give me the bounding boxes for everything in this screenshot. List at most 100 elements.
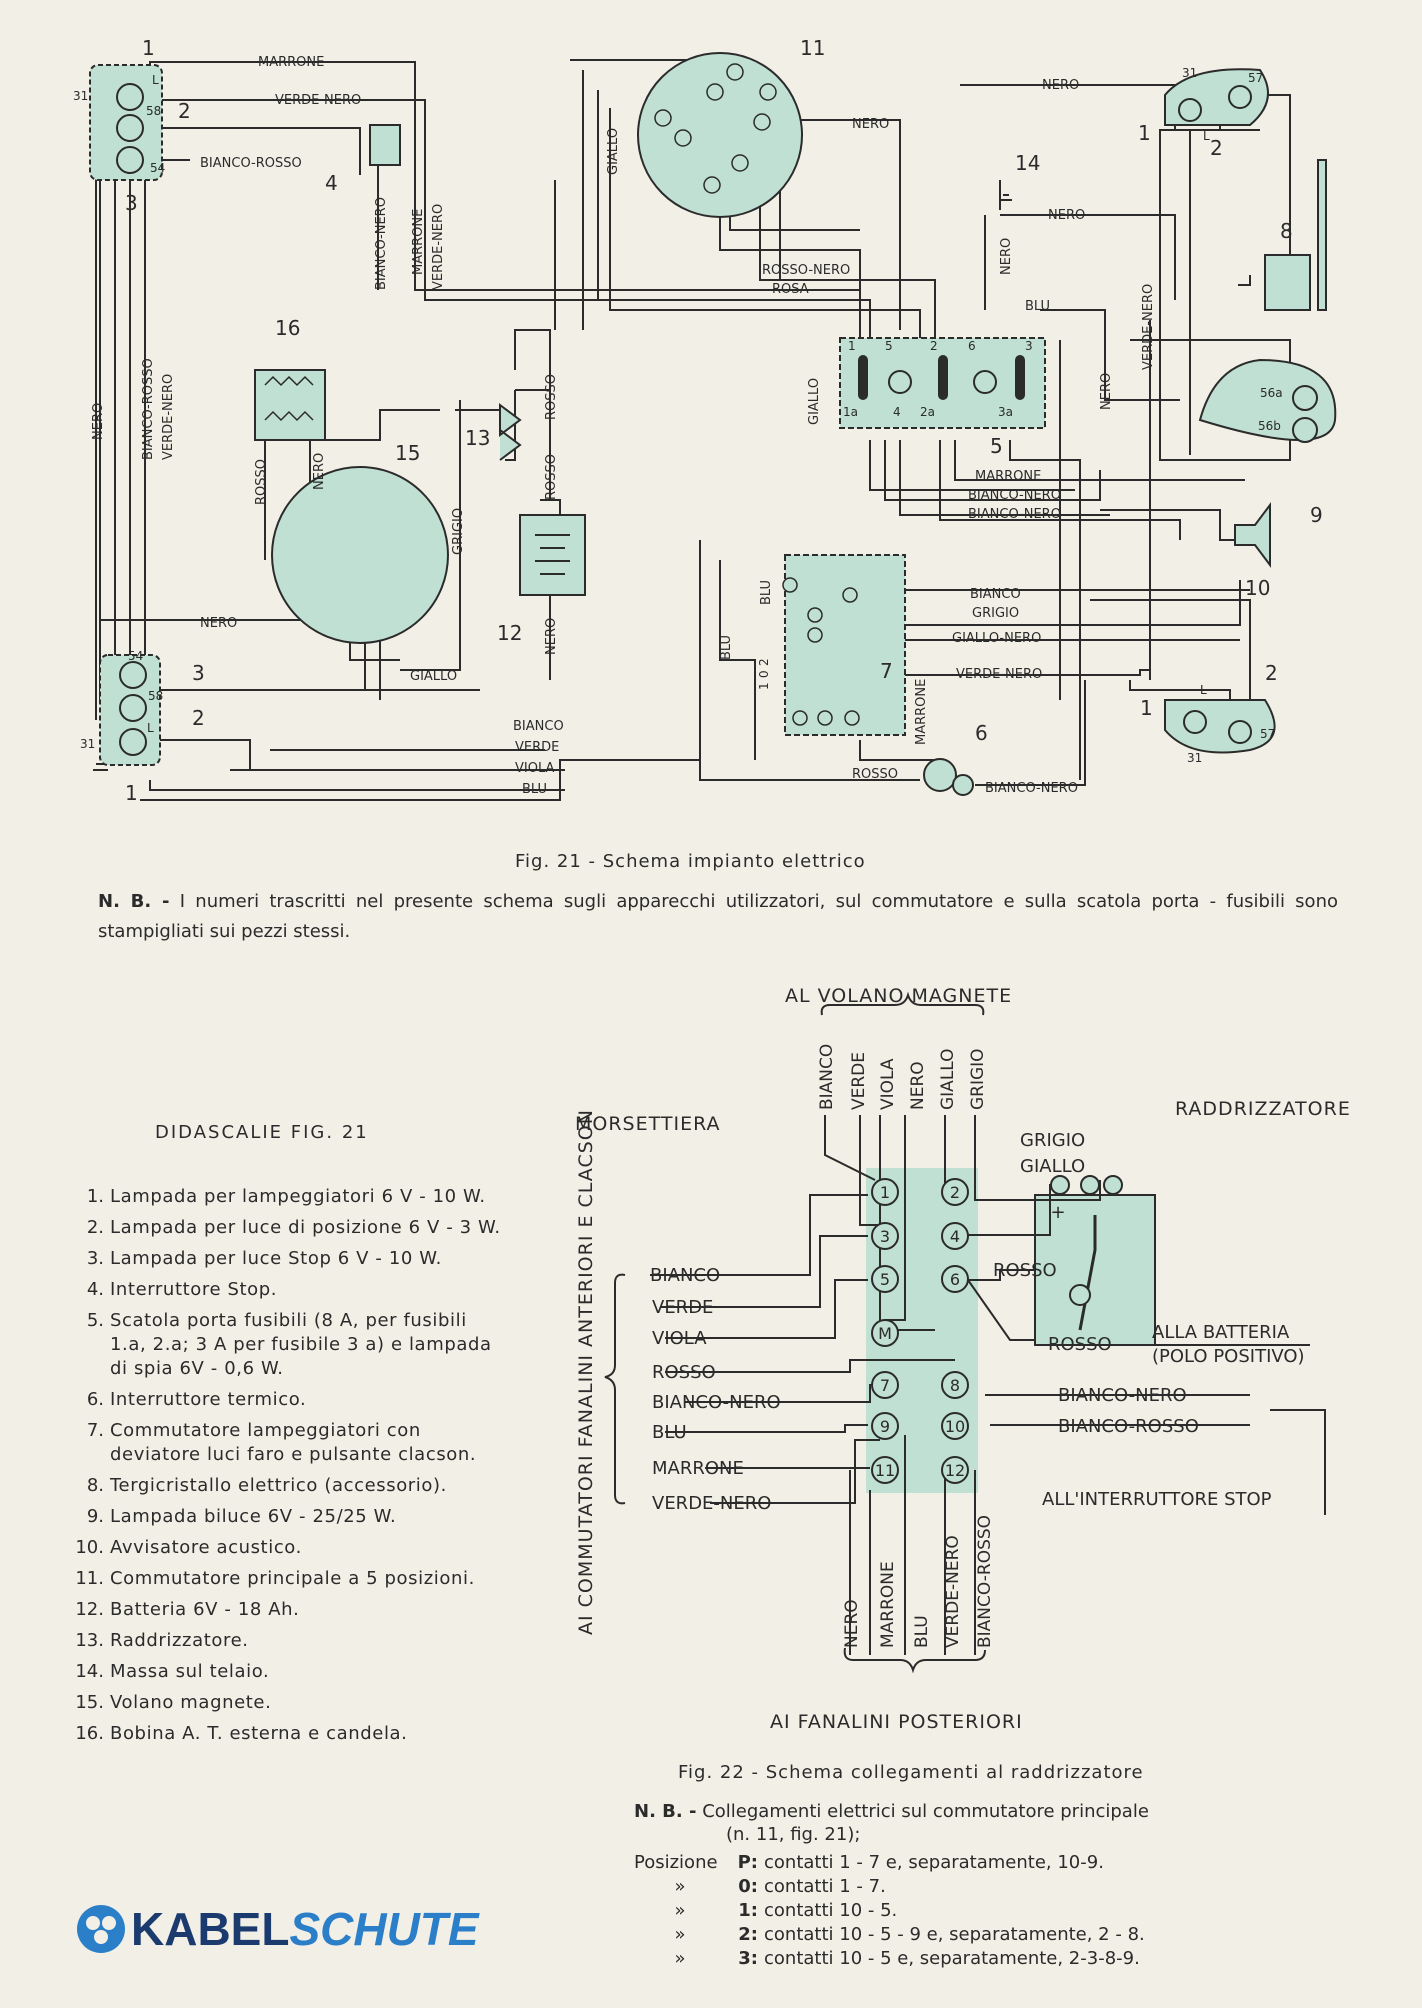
component-number: 2 (178, 99, 191, 123)
wire-label: VERDE-NERO (431, 204, 446, 290)
legend-item-number: 3. (86, 1248, 104, 1269)
wire-label: BLU (912, 1615, 932, 1648)
wire-label: BIANCO-ROSSO (1058, 1416, 1199, 1437)
wire-label: MARRONE (975, 469, 1041, 484)
wire-label: MARRONE (411, 209, 426, 275)
component-number: 1 (125, 781, 138, 805)
wire-label: GIALLO (938, 1048, 958, 1110)
wire-label: BLU (719, 635, 734, 660)
wire-label: BLU (1025, 299, 1050, 314)
fig22-bottom-title: AI FANALINI POSTERIORI (770, 1711, 1023, 1733)
wire-label: NERO (1042, 78, 1079, 93)
stop-switch-4 (369, 124, 401, 166)
wire-label: VERDE (849, 1052, 869, 1110)
component-number: 1 (1140, 696, 1153, 720)
wire-label: NERO (842, 1599, 862, 1648)
legend-item: 6.Interruttore termico. (72, 1388, 512, 1412)
wire-label: GRIGIO (968, 1048, 988, 1110)
legend-list: 1.Lampada per lampeggiatori 6 V - 10 W. 2… (72, 1185, 512, 1753)
legend-item-text: Tergicristallo elettrico (accessorio). (110, 1475, 447, 1496)
legend-item-text: Bobina A. T. esterna e candela. (110, 1723, 408, 1744)
logo-text-schute: SCHUTE (289, 1903, 479, 1955)
legend-item-text: Lampada per luce di posizione 6 V - 3 W. (110, 1217, 501, 1238)
wire-label: ROSSO (852, 767, 898, 782)
wire-label: BIANCO-ROSSO (200, 156, 302, 171)
terminal-label: 31 (80, 737, 95, 751)
terminal-label: 3a (998, 405, 1013, 419)
wire-label: ROSSO (544, 454, 559, 500)
terminal-label: L (152, 73, 159, 87)
terminal-label: 56b (1258, 419, 1281, 433)
legend-item-text: Avvisatore acustico. (110, 1537, 302, 1558)
wire-label: GIALLO (606, 128, 621, 175)
logo-icon (77, 1905, 125, 1953)
fig21-caption: Fig. 21 - Schema impianto elettrico (515, 851, 866, 872)
position-key: 0: (738, 1876, 758, 1897)
wire-label: BLU (759, 580, 774, 605)
position-key: 2: (738, 1924, 758, 1945)
terminal-label: 1 (757, 682, 771, 690)
wire-label: BIANCO-ROSSO (975, 1515, 995, 1648)
terminal-label: 58 (148, 689, 163, 703)
component-number: 3 (125, 191, 138, 215)
wire-label: ROSSO (544, 374, 559, 420)
legend-item-text: Volano magnete. (110, 1692, 272, 1713)
logo-text-kabel: KABEL (131, 1903, 290, 1955)
wire-label: GIALLO (807, 378, 822, 425)
component-number: 1 (1138, 121, 1151, 145)
legend-item-number: 2. (86, 1217, 104, 1238)
wire-label: ROSSO (1048, 1334, 1112, 1355)
legend-item-number: 7. (86, 1420, 104, 1441)
legend-item-number: 5. (86, 1310, 104, 1331)
wire-label: GRIGIO (451, 508, 466, 555)
position-text: contatti 1 - 7 e, separatamente, 10-9. (764, 1852, 1104, 1873)
legend-item: 1.Lampada per lampeggiatori 6 V - 10 W. (72, 1185, 512, 1209)
note-text: (n. 11, fig. 21); (726, 1824, 861, 1845)
legend-item-number: 14. (75, 1661, 104, 1682)
legend-item-text: Lampada per luce Stop 6 V - 10 W. (110, 1248, 442, 1269)
component-number: 1 (142, 36, 155, 60)
legend-item-number: 8. (86, 1475, 104, 1496)
position-text: contatti 10 - 5 - 9 e, separatamente, 2 … (764, 1924, 1145, 1945)
legend-item: 2. Lampada per luce di posizione 6 V - 3 … (72, 1216, 512, 1240)
kabelschute-logo: KABEL SCHUTE (75, 1902, 479, 1956)
legend-item: 13.Raddrizzatore. (72, 1629, 512, 1653)
wire-label: BIANCO (513, 719, 564, 734)
legend-item-number: 15. (75, 1692, 104, 1713)
legend-item-text: Scatola porta fusibili (8 A, per fusibil… (110, 1310, 492, 1379)
wire-label: VIOLA (515, 761, 555, 776)
terminal-label: 9 (880, 1417, 890, 1436)
fig22-top-title: AL VOLANO MAGNETE (785, 985, 1012, 1007)
component-number: 16 (275, 316, 300, 340)
terminal-label: 3 (1025, 339, 1033, 353)
terminal-label: 2 (950, 1183, 960, 1202)
wire-label: NERO (1099, 373, 1114, 410)
component-number: 2 (1265, 661, 1278, 685)
terminal-label: 2 (930, 339, 938, 353)
legend-title: DIDASCALIE FIG. 21 (155, 1122, 369, 1143)
terminal-label: M (878, 1324, 892, 1343)
component-number: 2 (192, 706, 205, 730)
wire-label: BIANCO-NERO (1058, 1385, 1187, 1406)
horn-10 (1234, 502, 1271, 568)
wire-label: VERDE-NERO (956, 667, 1042, 682)
fig21-note: N. B. - I numeri trascritti nel presente… (98, 887, 1338, 947)
wire-label: GIALLO (1020, 1156, 1085, 1177)
terminal-label: 2 (757, 658, 771, 666)
position-lead: » (674, 1924, 686, 1945)
wire-label: BIANCO-NERO (652, 1392, 781, 1413)
terminal-label: 57 (1248, 71, 1263, 85)
legend-item: 4.Interruttore Stop. (72, 1278, 512, 1302)
legend-item: 10.Avvisatore acustico. (72, 1536, 512, 1560)
fig22-note: N. B. - Collegamenti elettrici sul commu… (634, 1800, 1149, 1846)
rectifier-diagram-fig22: 1 2 3 4 5 6 M 7 8 9 10 11 12 + AL VOLANO… (575, 985, 1350, 1733)
legend-item: 9.Lampada biluce 6V - 25/25 W. (72, 1505, 512, 1529)
wire-label: NERO (200, 616, 237, 631)
wire-label: BIANCO-ROSSO (141, 358, 156, 460)
wire-label: BIANCO (970, 587, 1021, 602)
legend-item-text: Interruttore termico. (110, 1389, 307, 1410)
wire-label: VERDE-NERO (943, 1535, 963, 1648)
terminal-label: 4 (893, 405, 901, 419)
wire-label: BIANCO (817, 1044, 837, 1110)
